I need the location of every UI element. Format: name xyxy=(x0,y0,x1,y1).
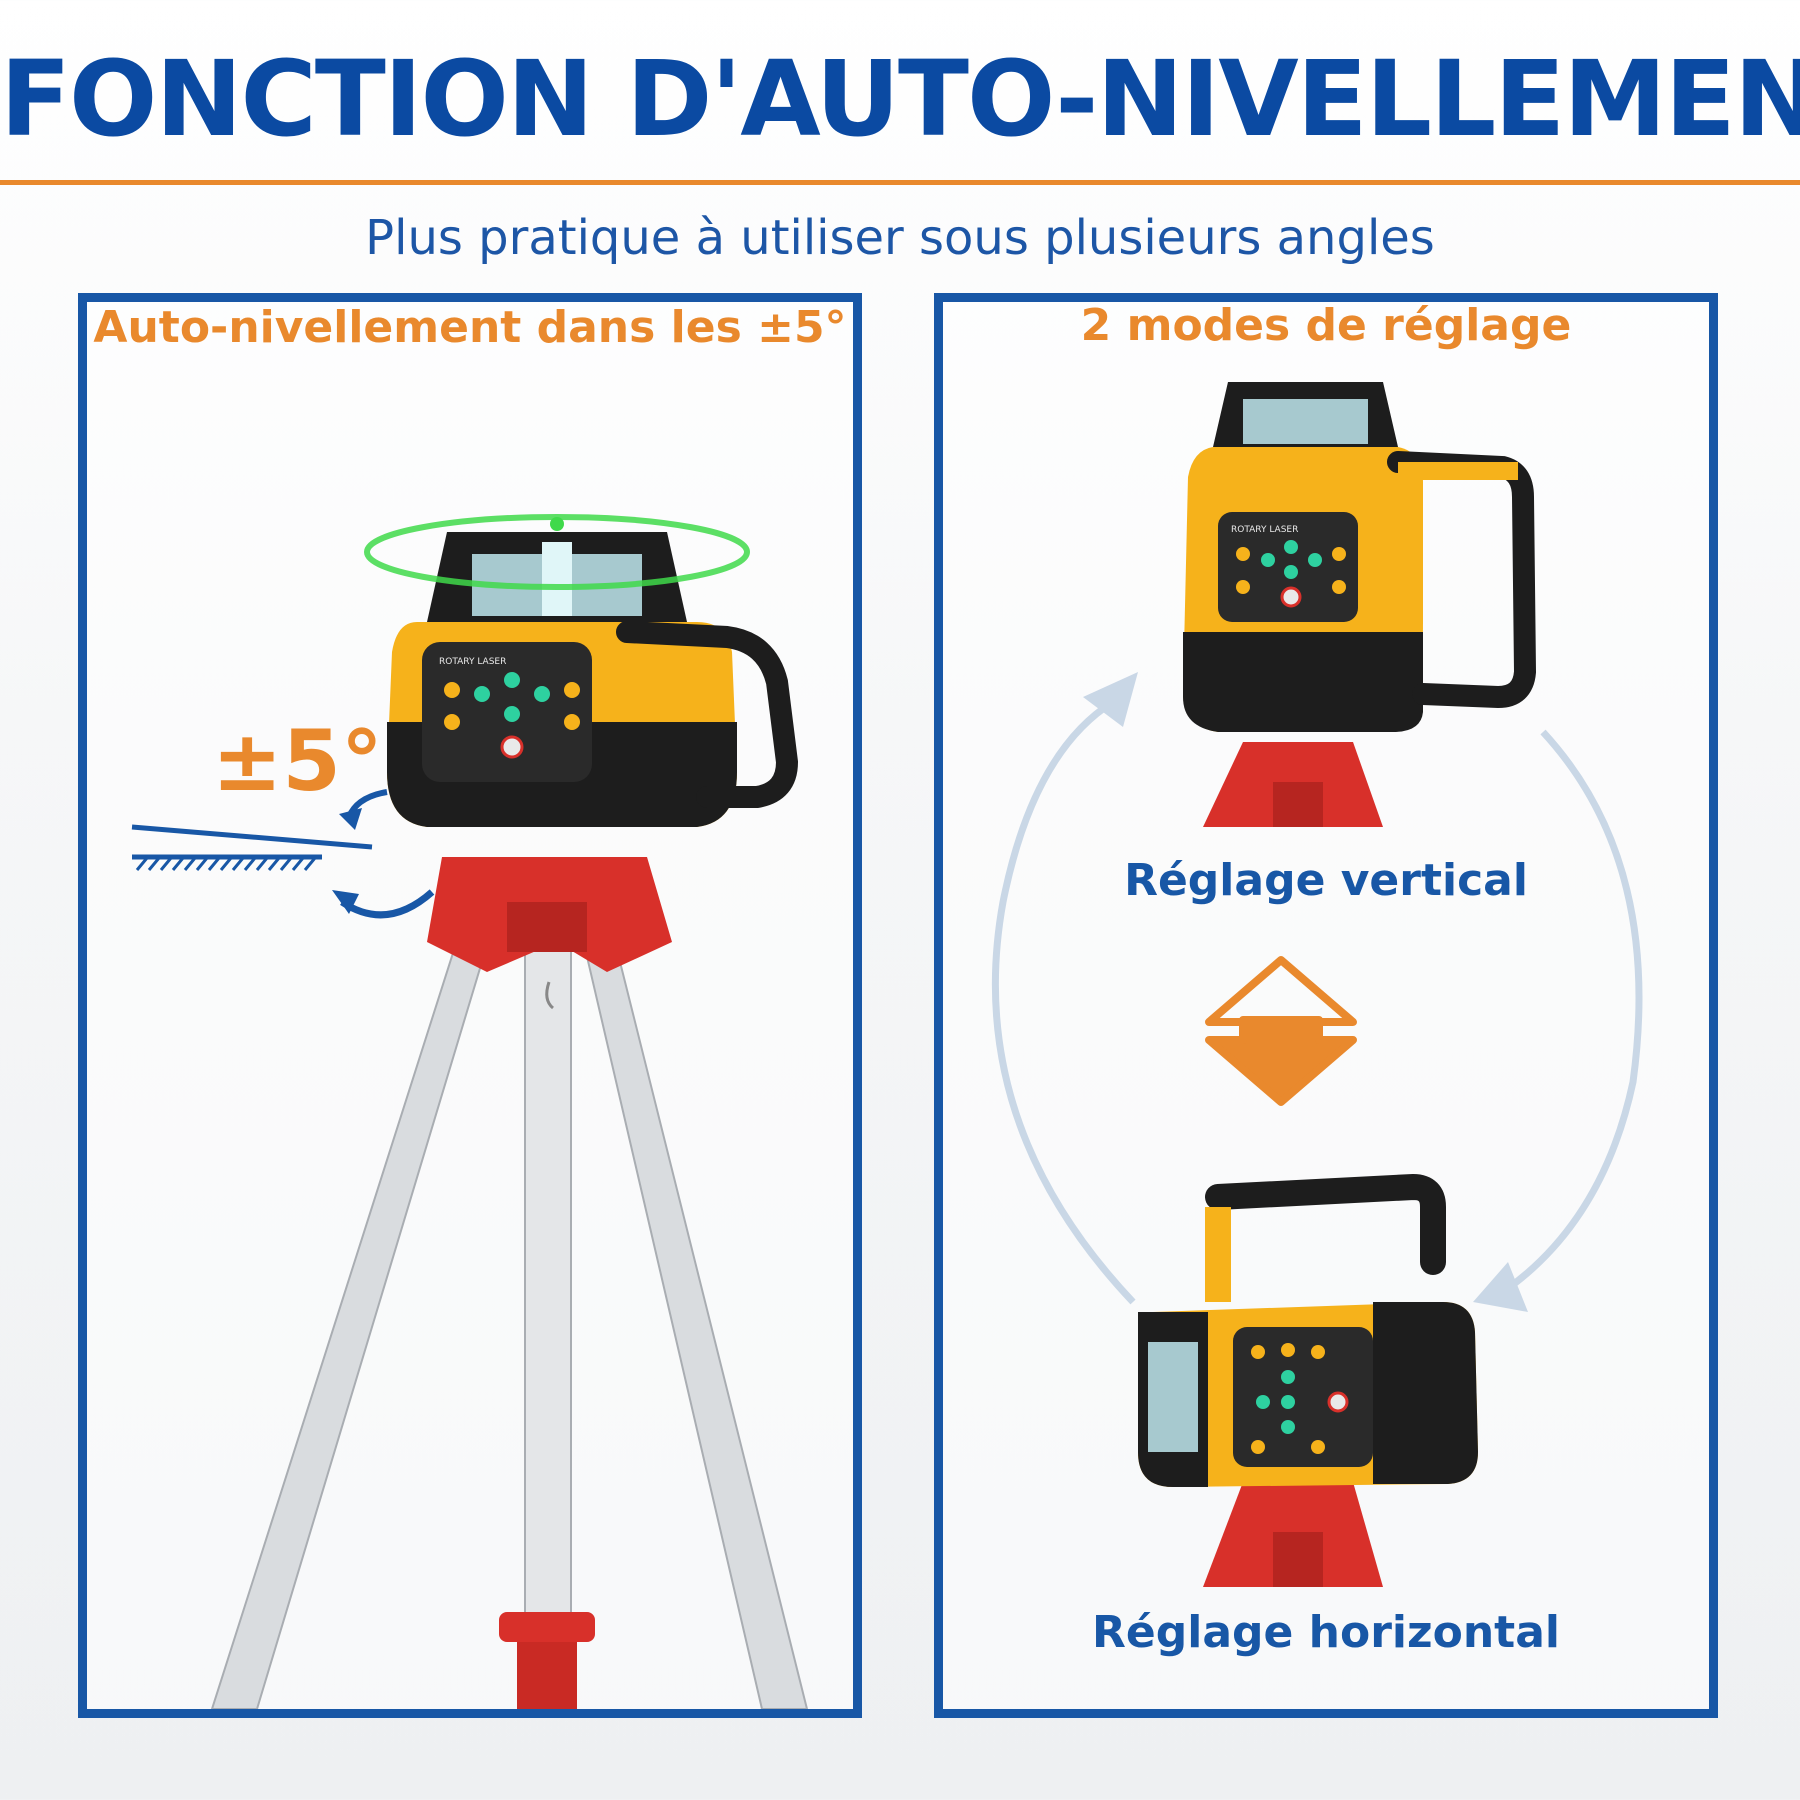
horizontal-mode-label: Réglage horizontal xyxy=(1092,1607,1560,1658)
cycle-arrow-icon xyxy=(991,672,1643,1312)
vertical-mode-label: Réglage vertical xyxy=(1124,855,1528,906)
modes-illustration: ROTARY LASER xyxy=(991,382,1643,1587)
vertical-mode-device: ROTARY LASER xyxy=(1183,382,1537,827)
horizontal-mode-device xyxy=(1138,1173,1478,1587)
modes-heading: 2 modes de réglage xyxy=(1080,300,1572,351)
device-label-vertical: ROTARY LASER xyxy=(1231,525,1298,535)
tripod-laser-illustration: ROTARY LASER xyxy=(131,514,809,1709)
page-title: FONCTION D'AUTO-NIVELLEMENT xyxy=(0,38,1800,160)
laser-ring-icon xyxy=(364,514,750,590)
device-label: ROTARY LASER xyxy=(439,657,506,667)
rotate-arrow-icon xyxy=(332,889,435,919)
page-subtitle: Plus pratique à utiliser sous plusieurs … xyxy=(365,210,1435,266)
tilt-arrow-icon xyxy=(131,789,388,871)
angle-value: ±5° xyxy=(212,712,383,810)
panel-adjustment-modes: ROTARY LASER xyxy=(934,293,1718,1718)
tripod-head xyxy=(427,857,672,1010)
swap-arrows-icon xyxy=(1205,956,1357,1106)
panel-self-leveling: ROTARY LASER xyxy=(78,293,862,1718)
self-leveling-heading: Auto-nivellement dans les ±5° xyxy=(93,302,847,353)
tripod-legs xyxy=(210,861,809,1709)
rotary-laser-device: ROTARY LASER xyxy=(387,517,799,827)
title-divider xyxy=(0,180,1800,185)
